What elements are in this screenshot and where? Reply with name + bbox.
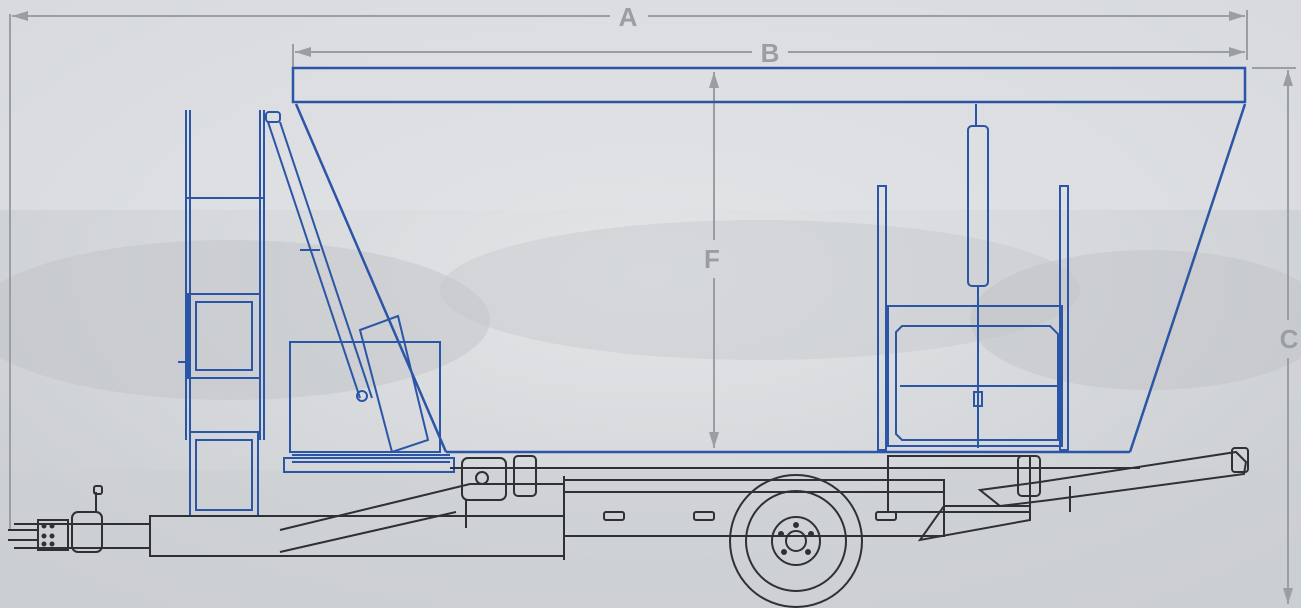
rear-conveyor [977,447,1249,512]
wheel [729,474,863,608]
chassis-frame [14,455,1140,560]
discharge-door [283,314,455,473]
access-ladder [178,110,265,517]
dimension-label-a: A [619,2,638,32]
dimension-labels: A B C F [619,2,1299,354]
dimension-lines [9,10,1296,604]
dimension-label-f: F [704,244,720,274]
drawbar-hitch [8,485,103,553]
dimension-label-b: B [761,38,780,68]
auger-shaft [967,104,989,448]
hydraulic-cylinder [265,111,373,402]
mixer-tub [291,66,1247,454]
dimension-label-c: C [1280,324,1299,354]
rear-window-frame [877,185,1069,451]
